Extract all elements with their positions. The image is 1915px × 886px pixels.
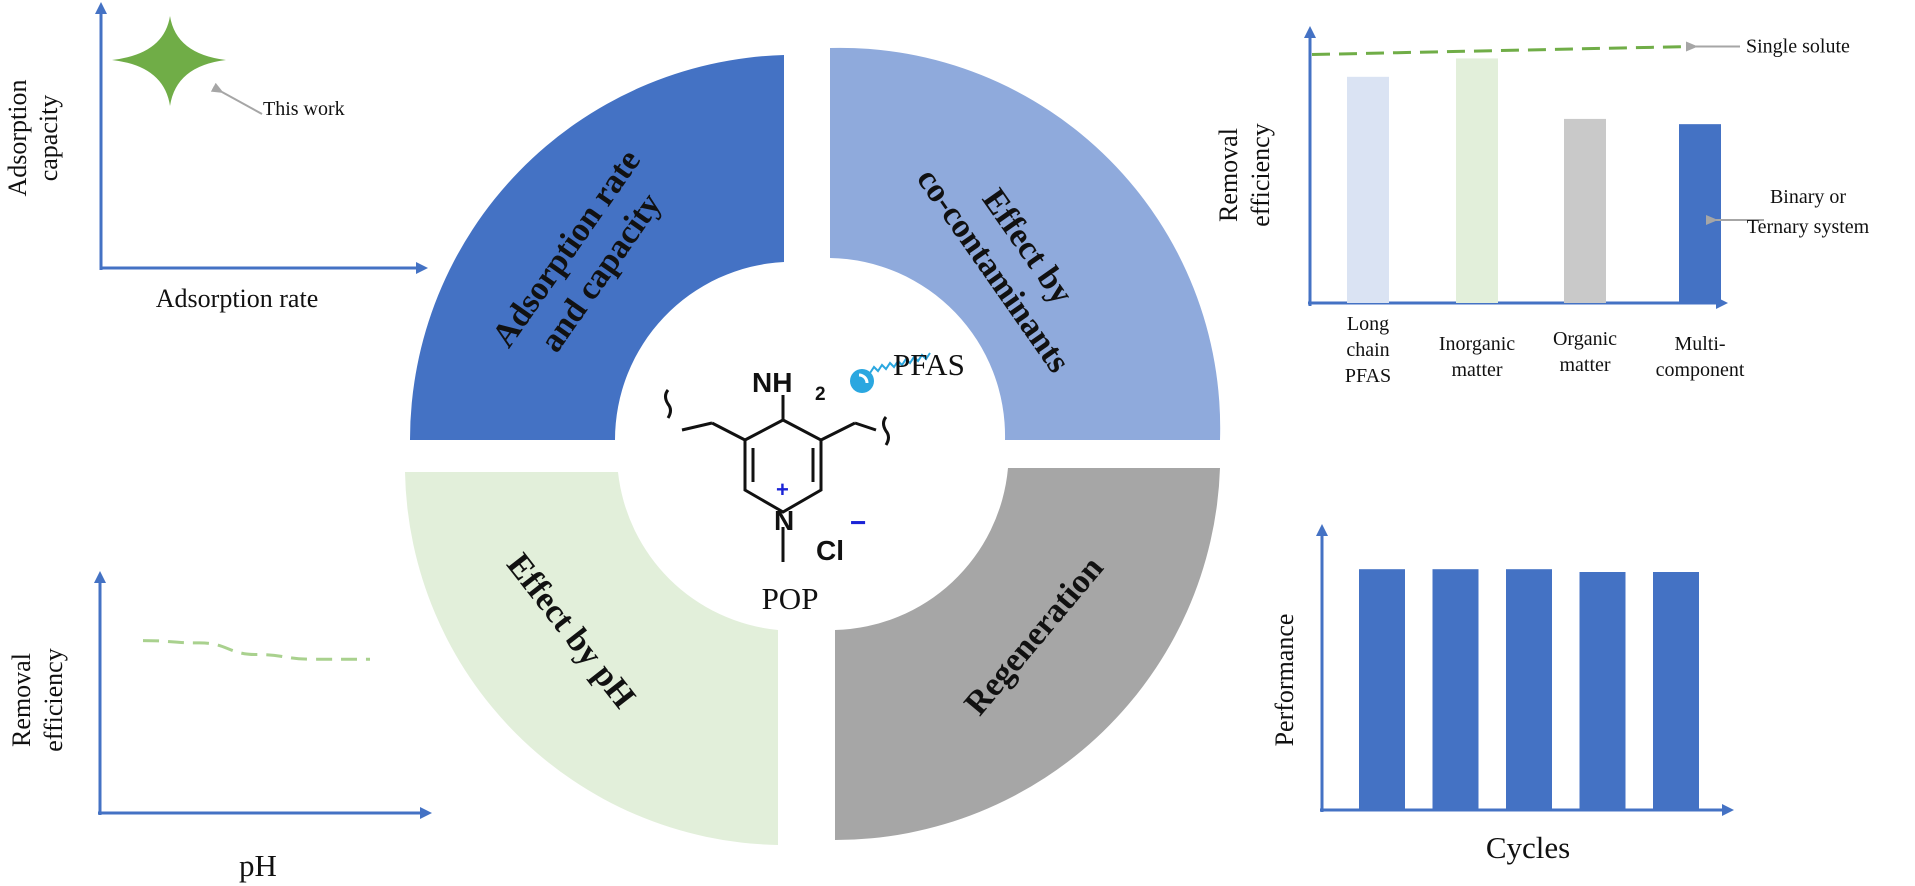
co-bars: [1347, 58, 1721, 304]
chart-cycles: Cycles Performance: [1270, 524, 1734, 865]
segment-co-contaminants: [830, 47, 1221, 440]
co-y-label-line2: efficiency: [1246, 123, 1275, 226]
cat-inorganic-line1: Inorganic: [1439, 333, 1515, 355]
this-work-star-marker: [112, 16, 226, 106]
co-y-label-line1: Removal: [1214, 128, 1243, 222]
binary-ternary-line1: Binary or: [1770, 186, 1846, 208]
ph-y-label: Removal efficiency: [7, 648, 68, 751]
cycles-y-label: Performance: [1270, 614, 1299, 747]
co-y-label: Removal efficiency: [1214, 123, 1275, 226]
pop-molecule: NH 2 N + Cl − POP PFAS: [664, 347, 965, 616]
cat-long-chain-pfas: Long chain PFAS: [1345, 313, 1391, 387]
chart-adsorption: This work Adsorption rate Adsorption cap…: [3, 2, 428, 313]
cat-organic-matter: Organic matter: [1553, 328, 1617, 376]
this-work-arrow: [210, 82, 263, 115]
ph-y-label-line2: efficiency: [39, 648, 68, 751]
adsorption-y-label: Adsorption capacity: [3, 80, 63, 197]
cat-long-line3: PFAS: [1345, 365, 1391, 387]
cycle-bar-2: [1432, 569, 1479, 810]
bar-inorganic-matter: [1456, 58, 1498, 303]
cat-long-line2: chain: [1346, 339, 1389, 361]
bar-multi-component: [1679, 124, 1721, 303]
cat-multi-line1: Multi-: [1674, 333, 1725, 355]
chart-co-contaminants: Single solute Binary or Ternary system L…: [1214, 26, 1870, 387]
pop-label: POP: [762, 581, 819, 616]
cycle-bar-4: [1579, 572, 1626, 810]
cat-inorganic-matter: Inorganic matter: [1439, 333, 1515, 381]
binary-ternary-line2: Ternary system: [1747, 216, 1870, 238]
cycle-bar-3: [1506, 569, 1552, 810]
cl-label: Cl: [816, 535, 844, 566]
cat-organic-line2: matter: [1559, 354, 1610, 376]
cycle-bar-1: [1359, 569, 1405, 810]
segment-effect-by-ph: [405, 472, 778, 845]
cat-organic-line1: Organic: [1553, 328, 1617, 350]
ph-x-label: pH: [239, 848, 277, 883]
plus-charge: +: [776, 477, 789, 502]
cycle-bar-5: [1653, 572, 1699, 810]
single-solute-reference-line: [1311, 45, 1691, 57]
cat-multi-line2: component: [1656, 359, 1745, 381]
segment-regeneration: [835, 468, 1220, 841]
co-category-labels: Long chain PFAS Inorganic matter Organic…: [1345, 313, 1745, 387]
nh2-subscript: 2: [815, 384, 826, 405]
chart-ph: pH Removal efficiency: [7, 571, 432, 883]
cat-long-line1: Long: [1347, 313, 1389, 335]
nh2-label: NH: [752, 367, 792, 398]
cycle-bars: [1359, 569, 1699, 810]
this-work-label: This work: [263, 98, 345, 120]
molecule-bonds: [664, 389, 890, 562]
cat-inorganic-line2: matter: [1451, 359, 1502, 381]
adsorption-x-label: Adsorption rate: [156, 284, 318, 313]
pfas-label: PFAS: [893, 347, 965, 382]
central-ring: Adsorption rate and capacity Effect by c…: [405, 47, 1221, 845]
single-solute-label: Single solute: [1746, 36, 1850, 58]
pfas-icon: [850, 352, 931, 393]
cat-multi-component: Multi- component: [1656, 333, 1745, 381]
ph-series-line: [142, 639, 370, 661]
segment-adsorption-rate-capacity: [409, 55, 784, 440]
bar-organic-matter: [1564, 118, 1606, 304]
adsorption-y-label-line1: Adsorption: [3, 80, 32, 197]
minus-charge: −: [850, 507, 866, 538]
cycles-x-label: Cycles: [1486, 830, 1570, 865]
adsorption-y-label-line2: capacity: [34, 95, 63, 182]
cycles-y-label-text: Performance: [1270, 614, 1299, 747]
bar-long-chain-pfas: [1347, 76, 1389, 303]
ph-y-label-line1: Removal: [7, 653, 36, 747]
n-atom-label: N: [774, 505, 794, 536]
